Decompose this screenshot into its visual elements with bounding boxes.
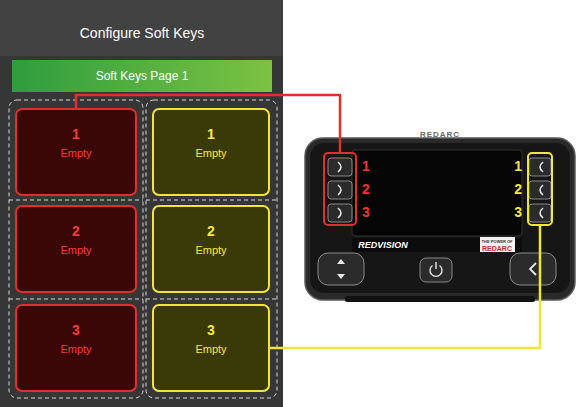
side-button [529, 204, 551, 222]
button-number: 2 [362, 181, 370, 197]
device-face [310, 143, 570, 293]
button-number: 3 [514, 204, 522, 220]
side-button [328, 204, 352, 222]
button-group: 123 [527, 152, 553, 226]
button-symbol [338, 185, 341, 195]
key-text: Empty [60, 342, 91, 357]
key-text: Empty [195, 243, 226, 258]
down-arrow [337, 274, 345, 279]
logo-badge [480, 237, 515, 252]
key-label: Soft Keys Page 1 [96, 69, 189, 83]
logo-tagline: THE POWER OF [482, 239, 513, 244]
power-symbol [435, 262, 436, 269]
button-symbol [540, 162, 543, 172]
device-foot [345, 296, 535, 302]
dashed-outline [9, 100, 143, 398]
button-symbol [338, 208, 341, 218]
button-symbol [540, 185, 543, 195]
key-label: 1 [207, 126, 215, 143]
dashed-divider [146, 200, 277, 201]
product-logo: REDVISION [358, 240, 408, 250]
side-button [328, 181, 352, 199]
brand-mark: REDARC [420, 130, 460, 139]
power-button [420, 258, 452, 282]
soft-key: 3Empty [15, 304, 137, 392]
key-text: Empty [195, 146, 226, 161]
soft-key: 2Empty [15, 205, 137, 293]
connector-line [76, 95, 340, 152]
key-label: 1 [72, 126, 80, 143]
key-text: Empty [60, 243, 91, 258]
key-text: Empty [60, 146, 91, 161]
soft-key: 3Empty [152, 304, 270, 392]
button-number: 2 [514, 181, 522, 197]
device-body [305, 138, 575, 300]
dashed-outline [146, 100, 277, 398]
dashed-divider [146, 299, 277, 300]
side-button [529, 181, 551, 199]
key-label: 2 [207, 223, 215, 240]
side-button [328, 158, 352, 176]
soft-key: 1Empty [15, 108, 137, 196]
up-arrow [337, 259, 345, 264]
button-symbol [338, 162, 341, 172]
page-band: Soft Keys Page 1 [12, 60, 272, 92]
key-label: 3 [72, 322, 80, 339]
device-screen [352, 150, 522, 236]
back-arrow [530, 263, 536, 275]
soft-key: 2Empty [152, 205, 270, 293]
button-number: 1 [362, 158, 370, 174]
app-header [0, 0, 283, 56]
key-label: 2 [72, 223, 80, 240]
nav-button [318, 253, 364, 285]
key-text: Empty [195, 342, 226, 357]
screen-title: Configure Soft Keys [80, 25, 205, 41]
button-number: 1 [514, 158, 522, 174]
dashed-divider [9, 299, 143, 300]
dashed-divider [9, 200, 143, 201]
logo-strip [352, 238, 522, 252]
button-number: 3 [362, 204, 370, 220]
button-group: 123 [323, 152, 357, 226]
key-label: 3 [207, 322, 215, 339]
soft-key: 1Empty [152, 108, 270, 196]
side-button [529, 158, 551, 176]
button-symbol [540, 208, 543, 218]
back-button [510, 253, 556, 285]
brand-logo: REDARC [482, 244, 512, 251]
app-panel [0, 0, 283, 407]
connector-line [270, 226, 540, 348]
